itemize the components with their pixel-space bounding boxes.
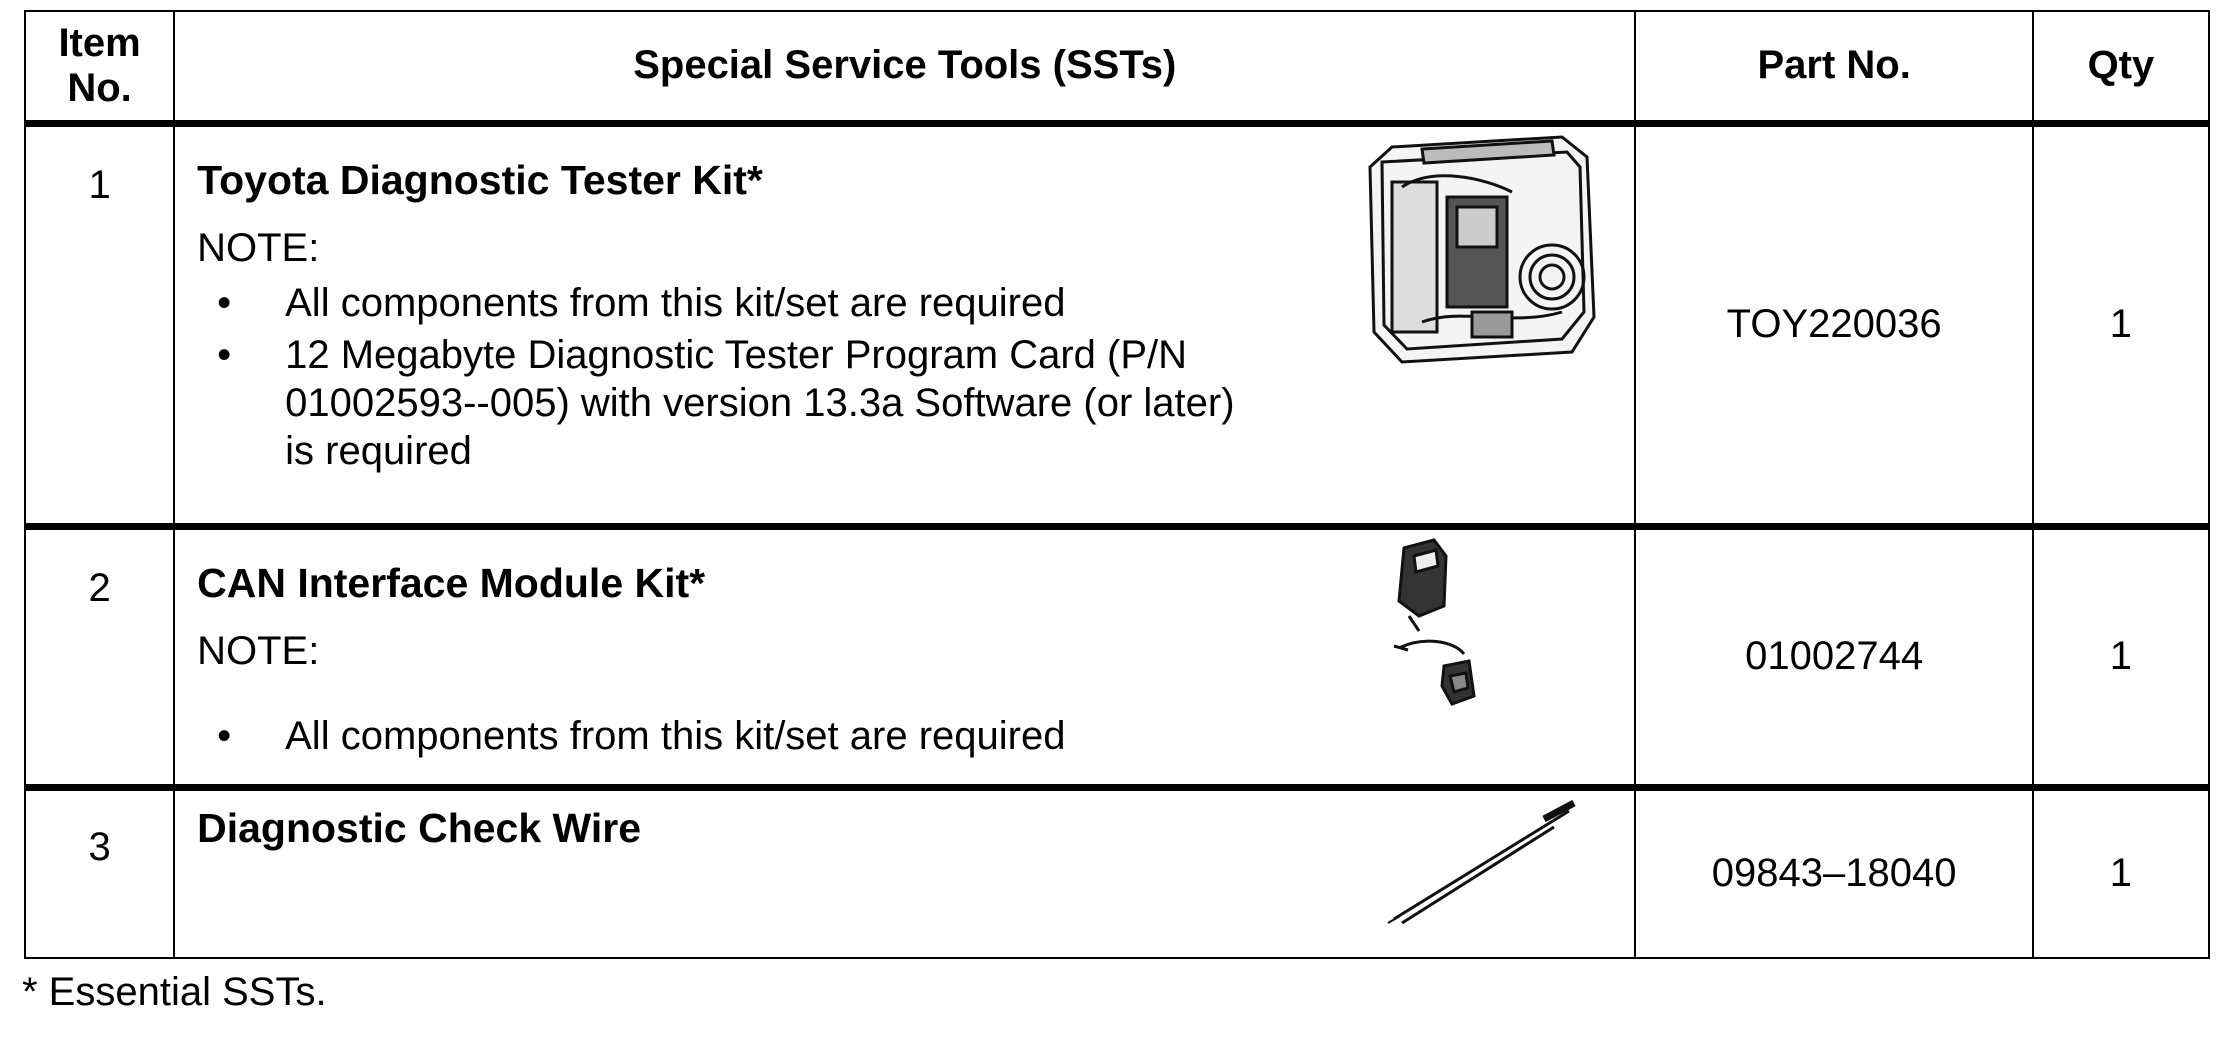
- note-list: •All components from this kit/set are re…: [197, 712, 1347, 760]
- part-number: TOY220036: [1634, 122, 2034, 527]
- header-row: Item No. Special Service Tools (SSTs) Pa…: [23, 10, 2211, 127]
- header-tools: Special Service Tools (SSTs): [173, 10, 1637, 127]
- table-row: 1 Toyota Diagnostic Tester Kit* NOTE: •A…: [23, 122, 2211, 527]
- table-row: 3 Diagnostic Check Wire: [23, 783, 2211, 959]
- part-number: 01002744: [1634, 522, 2034, 788]
- tool-name: Diagnostic Check Wire: [197, 804, 642, 851]
- bullet-icon: •: [217, 713, 232, 758]
- item-number: 3: [23, 783, 176, 959]
- tool-description-cell: Toyota Diagnostic Tester Kit* NOTE: •All…: [173, 122, 1637, 527]
- header-qty: Qty: [2031, 10, 2211, 127]
- tool-description-cell: Diagnostic Check Wire: [173, 783, 1637, 959]
- header-part-no: Part No.: [1634, 10, 2034, 127]
- tool-description-cell: CAN Interface Module Kit* NOTE: •All com…: [173, 522, 1637, 788]
- tool-name: Toyota Diagnostic Tester Kit*: [197, 156, 763, 203]
- part-number: 09843–18040: [1634, 783, 2034, 959]
- footnote: * Essential SSTs.: [22, 970, 327, 1014]
- list-item: •All components from this kit/set are re…: [217, 713, 1066, 758]
- item-number: 2: [23, 522, 176, 788]
- item-number: 1: [23, 122, 176, 527]
- table-row: 2 CAN Interface Module Kit* NOTE: •All c…: [23, 522, 2211, 788]
- list-item: •12 Megabyte Diagnostic Tester Program C…: [217, 332, 1235, 473]
- quantity: 1: [2031, 783, 2211, 959]
- sst-table: Item No. Special Service Tools (SSTs) Pa…: [23, 10, 2211, 959]
- note-label: NOTE:: [197, 628, 320, 673]
- list-item: •All components from this kit/set are re…: [217, 280, 1066, 325]
- header-item-no: Item No.: [23, 10, 176, 127]
- tool-name: CAN Interface Module Kit*: [197, 559, 706, 606]
- note-label: NOTE:: [197, 225, 320, 270]
- bullet-icon: •: [217, 332, 232, 377]
- tester-kit-case-icon: [1368, 134, 1596, 364]
- bullet-icon: •: [217, 280, 232, 325]
- can-module-icon: [1394, 537, 1477, 706]
- quantity: 1: [2031, 122, 2211, 527]
- note-list: •All components from this kit/set are re…: [197, 279, 1347, 475]
- quantity: 1: [2031, 522, 2211, 788]
- check-wire-icon: [1387, 799, 1577, 924]
